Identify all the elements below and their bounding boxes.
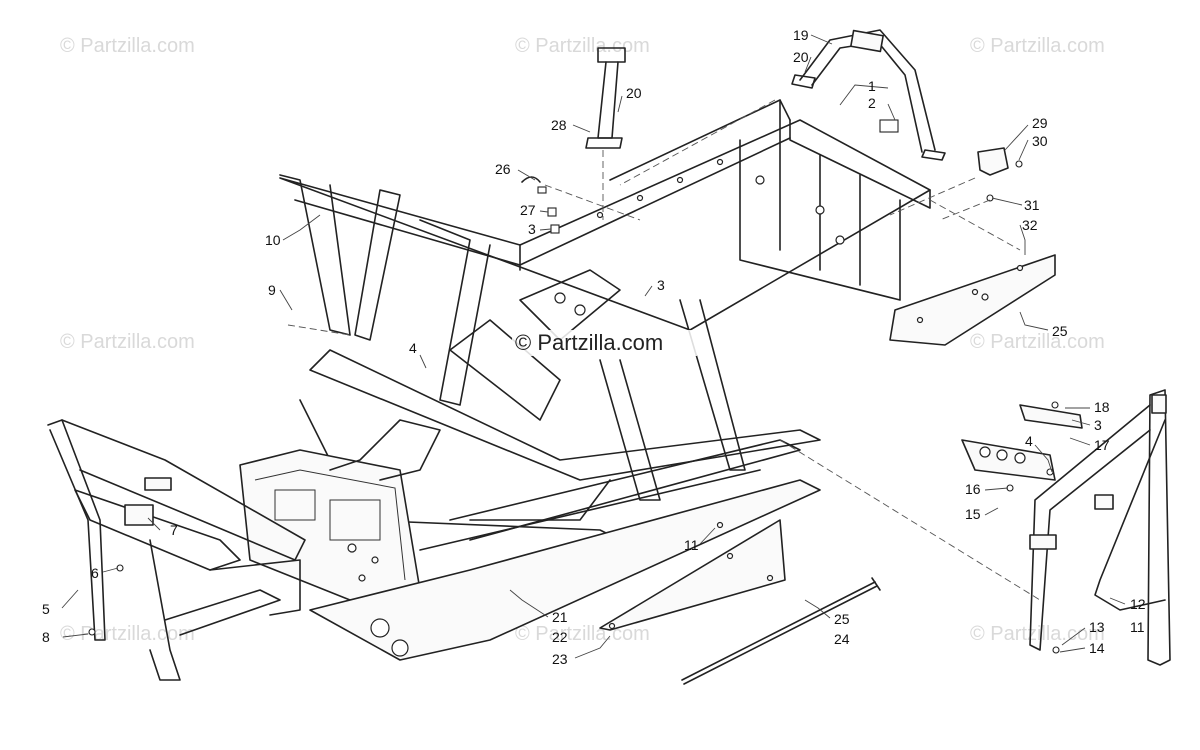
callout-27: 27: [520, 202, 536, 218]
watermark: © Partzilla.com: [60, 35, 195, 57]
watermark: © Partzilla.com: [970, 331, 1105, 353]
callout-8: 8: [42, 629, 50, 645]
callout-28: 28: [551, 117, 567, 133]
installation-lines: [287, 99, 1041, 601]
right-skid-plate-part: [889, 254, 1056, 346]
roll-bar-part: [791, 29, 946, 161]
callout-17: 17: [1094, 437, 1110, 453]
callout-24: 24: [834, 631, 850, 647]
callout-6: 6: [91, 565, 99, 581]
callout-25: 25: [1052, 323, 1068, 339]
callout-32: 32: [1022, 217, 1038, 233]
callout-11: 11: [1130, 619, 1145, 635]
callout-18: 18: [1094, 399, 1110, 415]
callout-15: 15: [965, 506, 981, 522]
main-frame: [239, 99, 931, 601]
rod-part: [681, 577, 881, 685]
watermark-center: © Partzilla.com: [515, 330, 663, 355]
callout-31: 31: [1024, 197, 1040, 213]
watermark: © Partzilla.com: [515, 35, 650, 57]
callout-4: 4: [1025, 433, 1033, 449]
watermark: © Partzilla.com: [970, 35, 1105, 57]
watermark: © Partzilla.com: [515, 623, 650, 645]
callout-14: 14: [1089, 640, 1105, 656]
leader-lines: [61, 34, 1126, 659]
callout-2: 2: [868, 95, 876, 111]
front-bumper-part: [47, 419, 306, 681]
callout-16: 16: [965, 481, 981, 497]
small-brackets: [521, 119, 1023, 234]
callout-5: 5: [42, 601, 50, 617]
side-frame-part: [1029, 389, 1171, 666]
callout-12: 12: [1130, 596, 1146, 612]
callout-3: 3: [528, 221, 536, 237]
callout-29: 29: [1032, 115, 1048, 131]
watermark: © Partzilla.com: [60, 623, 195, 645]
bracket-16-17-part: [961, 401, 1083, 492]
callout-3: 3: [657, 277, 665, 293]
bracket-28-part: [585, 47, 626, 149]
watermark: © Partzilla.com: [60, 331, 195, 353]
watermark-center-group: © Partzilla.com: [512, 330, 697, 356]
center-skid-plate-part: [599, 519, 786, 631]
callout-3: 3: [1094, 417, 1102, 433]
callout-4: 4: [409, 340, 417, 356]
callout-20: 20: [793, 49, 809, 65]
callout-25: 25: [834, 611, 850, 627]
callout-23: 23: [552, 651, 568, 667]
callout-13: 13: [1089, 619, 1105, 635]
callout-7: 7: [170, 522, 178, 538]
callout-19: 19: [793, 27, 809, 43]
front-skid-plate-part: [309, 479, 821, 661]
callout-20: 20: [626, 85, 642, 101]
callout-9: 9: [268, 282, 276, 298]
callout-11: 11: [684, 537, 699, 553]
watermark: © Partzilla.com: [970, 623, 1105, 645]
callout-21: 21: [552, 609, 568, 625]
callout-10: 10: [265, 232, 281, 248]
callout-30: 30: [1032, 133, 1048, 149]
callout-22: 22: [552, 629, 568, 645]
watermark-layer: © Partzilla.com © Partzilla.com © Partzi…: [60, 35, 1105, 645]
callout-labels: 1 2 19 20 20 28 26 27 3 3 29 30 31 32 25…: [42, 27, 1146, 667]
callout-1: 1: [868, 78, 876, 94]
callout-26: 26: [495, 161, 511, 177]
